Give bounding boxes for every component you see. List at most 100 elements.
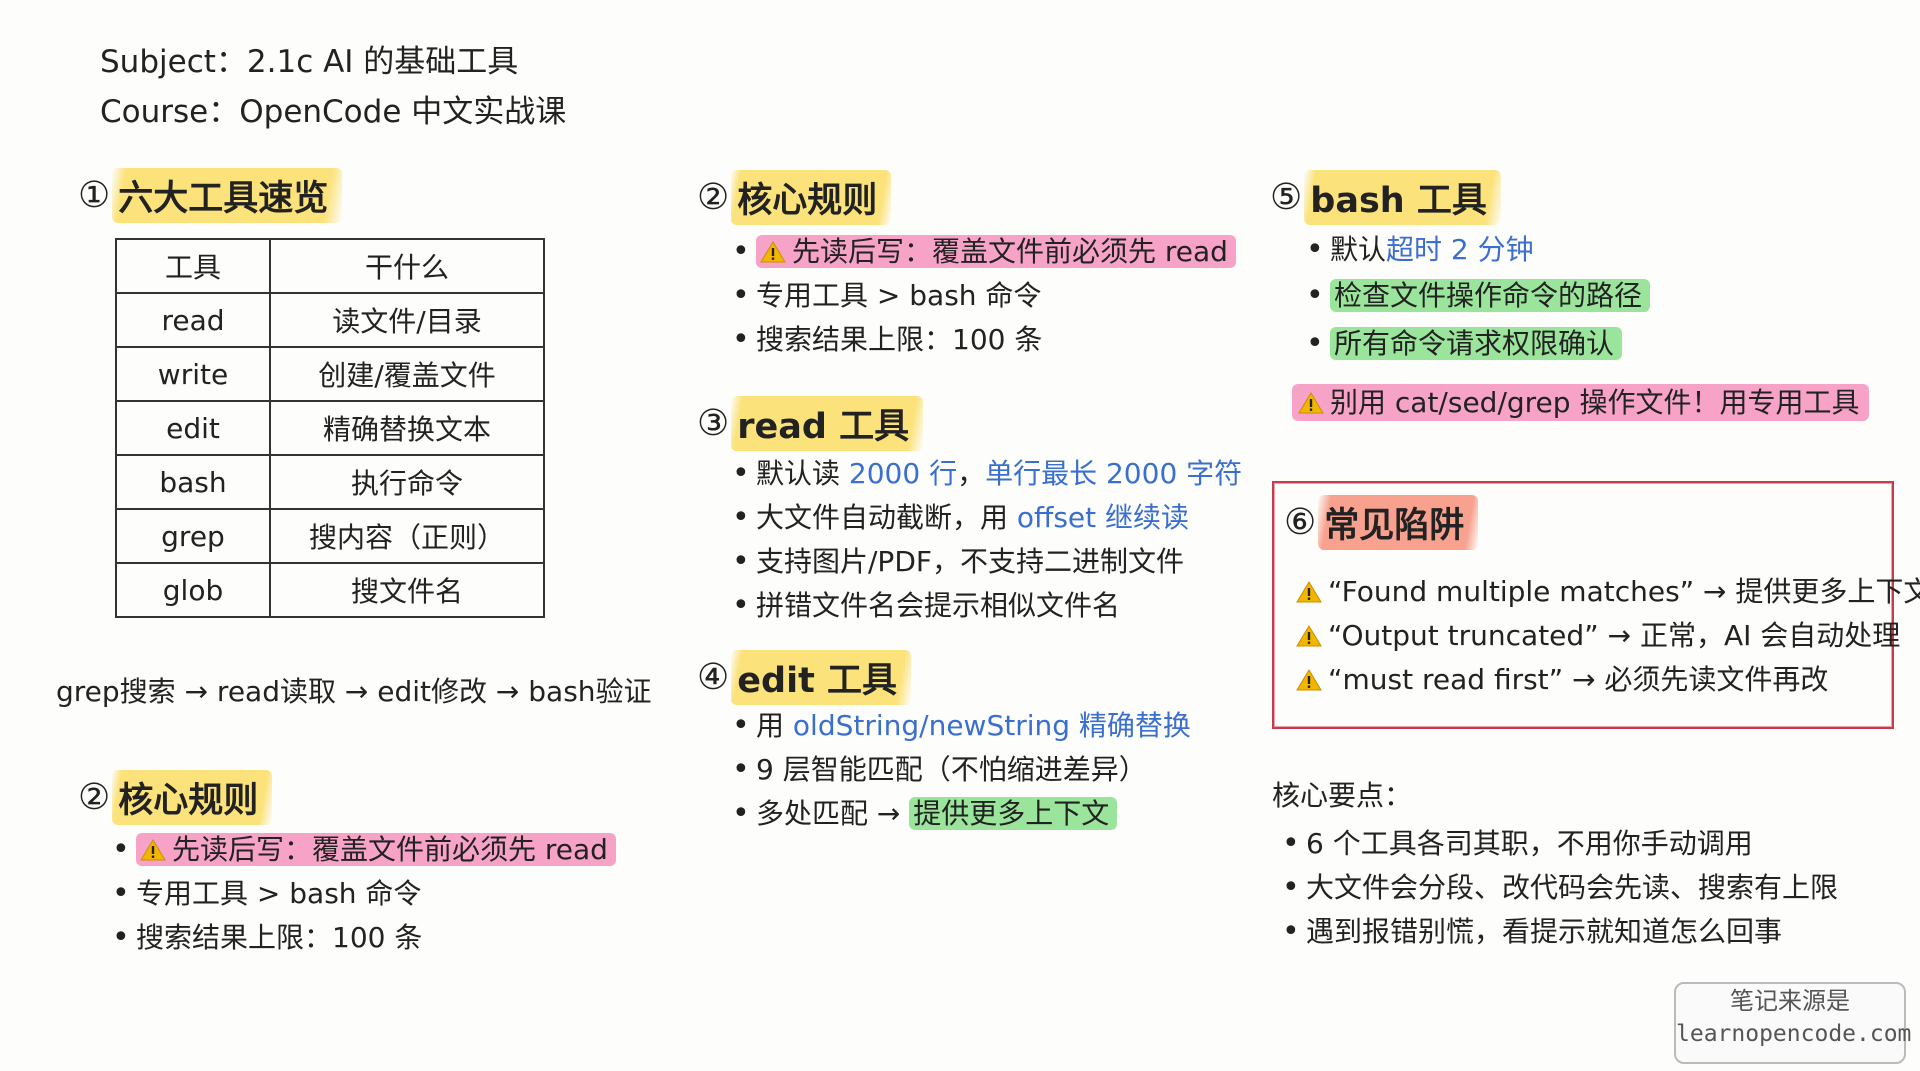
traps-list: “Found multiple matches” → 提供更多上下文 “Outp… xyxy=(1296,570,1920,702)
section-number: ④ xyxy=(697,657,730,698)
tool-name: read xyxy=(115,292,271,348)
section-title-text: 核心规则 xyxy=(112,770,273,825)
tool-name: grep xyxy=(115,508,271,564)
tool-purpose: 精确替换文本 xyxy=(269,400,545,456)
subject-line: Subject：2.1c AI 的基础工具 xyxy=(100,44,519,80)
tool-purpose: 执行命令 xyxy=(269,454,545,510)
section-number: ② xyxy=(697,177,730,218)
pink-highlight: 别用 cat/sed/grep 操作文件！用专用工具 xyxy=(1292,384,1870,421)
list-item: “Found multiple matches” → 提供更多上下文 xyxy=(1296,570,1920,614)
list-item: 大文件自动截断，用 offset 继续读 xyxy=(732,496,1242,540)
text-segment: 大文件自动截断，用 xyxy=(756,501,1017,534)
tool-name: glob xyxy=(115,562,271,618)
course-line: Course：OpenCode 中文实战课 xyxy=(100,94,567,130)
blue-text: oldString/newString 精确替换 xyxy=(792,709,1191,742)
section-number: ⑥ xyxy=(1284,502,1317,543)
pink-highlight: 先读后写：覆盖文件前必须先 read xyxy=(136,833,616,866)
blue-text: 2000 行 xyxy=(848,457,958,490)
section-title-text: bash 工具 xyxy=(1304,170,1501,225)
text-segment: 默认读 xyxy=(756,457,849,490)
list-item: “must read first” → 必须先读文件再改 xyxy=(1296,658,1920,702)
green-highlight: 检查文件操作命令的路径 xyxy=(1330,279,1651,312)
table-row: write 创建/覆盖文件 xyxy=(115,346,545,402)
trap-text: “Output truncated” → 正常，AI 会自动处理 xyxy=(1328,619,1901,652)
table-row: grep 搜内容（正则） xyxy=(115,508,545,564)
warning-icon xyxy=(140,838,166,862)
blue-text: offset 继续读 xyxy=(1016,501,1190,534)
warning-icon xyxy=(1296,624,1322,648)
tool-purpose: 搜内容（正则） xyxy=(269,508,545,564)
tool-purpose: 读文件/目录 xyxy=(269,292,545,348)
list-item: 专用工具 > bash 命令 xyxy=(112,872,616,916)
list-item: 拼错文件名会提示相似文件名 xyxy=(732,584,1242,628)
section-read-title: ③ read 工具 xyxy=(697,396,924,451)
read-list: 默认读 2000 行，单行最长 2000 字符 大文件自动截断，用 offset… xyxy=(732,452,1242,628)
section-number: ⑤ xyxy=(1270,177,1303,218)
list-item: 6 个工具各司其职，不用你手动调用 xyxy=(1282,822,1838,866)
section-rules-mid-title: ② 核心规则 xyxy=(697,170,892,225)
list-item: 所有命令请求权限确认 xyxy=(1306,322,1650,366)
bash-list: 默认超时 2 分钟 检查文件操作命令的路径 所有命令请求权限确认 xyxy=(1306,228,1651,366)
bash-warning: 别用 cat/sed/grep 操作文件！用专用工具 xyxy=(1292,382,1870,424)
edit-list: 用 oldString/newString 精确替换 9 层智能匹配（不怕缩进差… xyxy=(732,704,1191,836)
course-value: OpenCode 中文实战课 xyxy=(239,94,567,130)
table-row: glob 搜文件名 xyxy=(115,562,545,618)
text-segment: 用 xyxy=(756,709,793,742)
rule-text: 先读后写：覆盖文件前必须先 read xyxy=(172,833,608,866)
section-number: ② xyxy=(78,777,111,818)
blue-text: 单行最长 2000 字符 xyxy=(985,457,1243,490)
key-points-title: 核心要点： xyxy=(1272,779,1413,812)
section-number: ③ xyxy=(697,403,730,444)
trap-text: “Found multiple matches” → 提供更多上下文 xyxy=(1328,575,1920,608)
section-title-text: read 工具 xyxy=(731,396,924,451)
list-item: 先读后写：覆盖文件前必须先 read xyxy=(112,828,616,872)
list-item: 大文件会分段、改代码会先读、搜索有上限 xyxy=(1282,866,1838,910)
list-item: 多处匹配 → 提供更多上下文 xyxy=(732,792,1191,836)
list-item: 支持图片/PDF，不支持二进制文件 xyxy=(732,540,1242,584)
list-item: 先读后写：覆盖文件前必须先 read xyxy=(732,230,1236,274)
trap-text: “must read first” → 必须先读文件再改 xyxy=(1328,663,1829,696)
text-segment: ， xyxy=(957,457,986,490)
warning-icon xyxy=(760,240,786,264)
list-item: 9 层智能匹配（不怕缩进差异） xyxy=(732,748,1191,792)
tool-name: edit xyxy=(115,400,271,456)
section-rules-left-title: ② 核心规则 xyxy=(78,770,273,825)
workflow-line: grep搜索 → read读取 → edit修改 → bash验证 xyxy=(56,675,652,708)
table-header-purpose: 干什么 xyxy=(269,238,545,294)
table-header-tool: 工具 xyxy=(115,238,271,294)
pink-highlight: 先读后写：覆盖文件前必须先 read xyxy=(756,235,1236,268)
tool-name: write xyxy=(115,346,271,402)
section-traps-title: ⑥ 常见陷阱 xyxy=(1284,495,1479,550)
traps-box xyxy=(1272,481,1894,729)
list-item: 搜索结果上限：100 条 xyxy=(112,916,616,960)
table-row: read 读文件/目录 xyxy=(115,292,545,348)
table-row: edit 精确替换文本 xyxy=(115,400,545,456)
text-segment: 多处匹配 → xyxy=(756,797,910,830)
section-edit-title: ④ edit 工具 xyxy=(697,650,911,705)
section-title-text: 核心规则 xyxy=(731,170,892,225)
rules-left-list: 先读后写：覆盖文件前必须先 read 专用工具 > bash 命令 搜索结果上限… xyxy=(112,828,616,960)
key-points-list: 6 个工具各司其职，不用你手动调用 大文件会分段、改代码会先读、搜索有上限 遇到… xyxy=(1282,822,1838,954)
subject-value: 2.1c AI 的基础工具 xyxy=(246,44,519,80)
list-item: 默认读 2000 行，单行最长 2000 字符 xyxy=(732,452,1242,496)
list-item: 搜索结果上限：100 条 xyxy=(732,318,1236,362)
list-item: 遇到报错别慌，看提示就知道怎么回事 xyxy=(1282,910,1838,954)
source-watermark: 笔记来源是 learnopencode.com xyxy=(1674,982,1911,1064)
section-title-text: 六大工具速览 xyxy=(112,168,343,223)
warning-icon xyxy=(1296,580,1322,604)
text-segment: 默认 xyxy=(1330,233,1387,266)
rule-text: 先读后写：覆盖文件前必须先 read xyxy=(792,235,1228,268)
list-item: “Output truncated” → 正常，AI 会自动处理 xyxy=(1296,614,1920,658)
tool-purpose: 搜文件名 xyxy=(269,562,545,618)
subject-label: Subject xyxy=(100,44,216,80)
tool-purpose: 创建/覆盖文件 xyxy=(269,346,545,402)
blue-text: 超时 2 分钟 xyxy=(1386,233,1534,266)
list-item: 用 oldString/newString 精确替换 xyxy=(732,704,1191,748)
section-bash-title: ⑤ bash 工具 xyxy=(1270,170,1501,225)
green-highlight: 所有命令请求权限确认 xyxy=(1330,327,1623,360)
section-title-text: edit 工具 xyxy=(731,650,911,705)
section-number: ① xyxy=(78,175,111,216)
tools-table: 工具 干什么 read 读文件/目录 write 创建/覆盖文件 edit 精确… xyxy=(115,238,545,618)
table-header-row: 工具 干什么 xyxy=(115,238,545,294)
warning-icon xyxy=(1298,391,1324,415)
